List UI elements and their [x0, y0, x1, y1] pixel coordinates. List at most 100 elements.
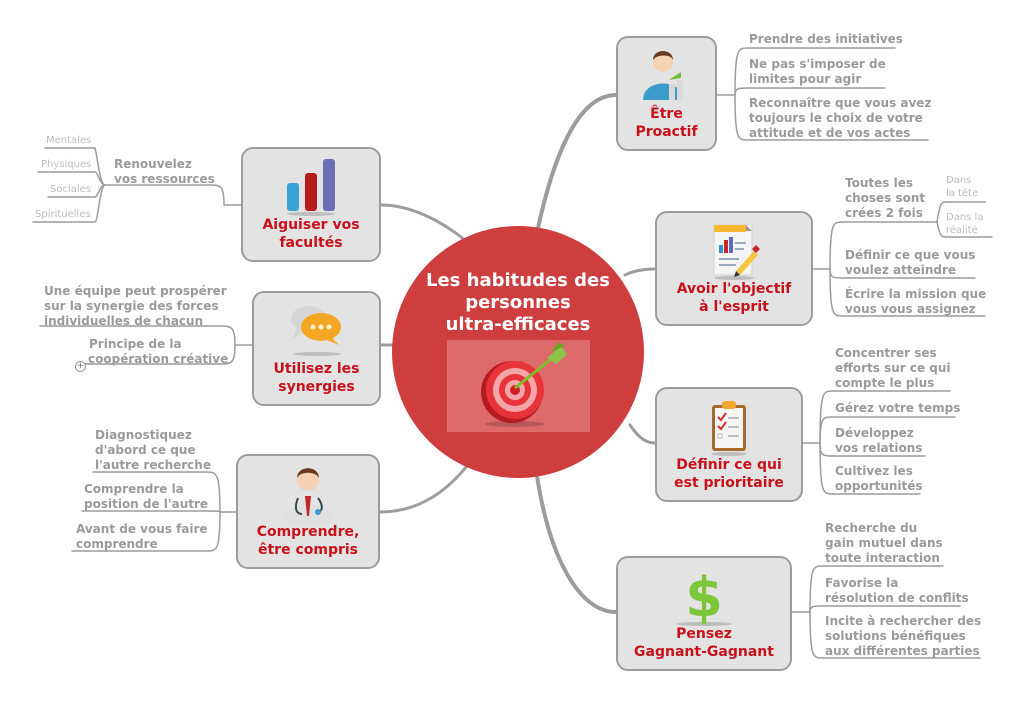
- branch-label: Être Proactif: [618, 105, 715, 141]
- leaf-line: d'abord ce que: [95, 443, 196, 457]
- branch-avoir-objectif[interactable]: Avoir l'objectif à l'esprit: [655, 211, 813, 326]
- branch-aiguiser-facultes[interactable]: Aiguiser vos facultés: [241, 147, 381, 262]
- branch-label: Utilisez les synergies: [254, 360, 379, 396]
- leaf-line: sur la synergie des forces: [44, 299, 219, 313]
- leaf-line: réalité: [946, 225, 978, 236]
- connector-aiguiser: [379, 203, 467, 242]
- label-line: est prioritaire: [674, 475, 784, 491]
- branch-label: Pensez Gagnant-Gagnant: [618, 625, 790, 661]
- leaf-sociales[interactable]: Sociales: [50, 183, 91, 196]
- leaf-line: Sociales: [50, 184, 92, 195]
- leaf-line: vos relations: [835, 441, 923, 455]
- leaf-line: Favorise la: [825, 576, 899, 590]
- leaf-line: Prendre des initiatives: [749, 32, 903, 46]
- leaf-line: vous vous assignez: [845, 302, 976, 316]
- branch-definir-prioritaire[interactable]: Définir ce qui est prioritaire: [655, 387, 803, 502]
- expand-collapse-toggle[interactable]: +: [75, 361, 86, 372]
- leaf-line: résolution de conflits: [825, 591, 969, 605]
- leaf-line: choses sont: [845, 191, 926, 205]
- label-line: à l'esprit: [699, 299, 769, 315]
- leaf-reconnaitre[interactable]: Reconnaître que vous avez toujours le ch…: [749, 96, 931, 141]
- leaf-avant-de-vous[interactable]: Avant de vous faire comprendre: [76, 522, 208, 552]
- label-line: synergies: [278, 379, 355, 395]
- branch-etre-proactif[interactable]: Être Proactif: [616, 36, 717, 151]
- title-line: personnes: [465, 292, 571, 313]
- central-topic[interactable]: Les habitudes des personnes ultra-effica…: [392, 226, 644, 478]
- leaf-line: Mentales: [46, 135, 92, 146]
- label-line: Aiguiser vos: [262, 217, 360, 233]
- connector-pensez: [535, 474, 618, 614]
- leaf-equipe-prosperer[interactable]: Une équipe peut prospérer sur la synergi…: [44, 284, 227, 329]
- leaf-line: voulez atteindre: [845, 263, 957, 277]
- leaf-spirituelles[interactable]: Spirituelles: [35, 208, 91, 221]
- label-line: Pensez: [676, 626, 732, 642]
- leaf-definir-atteindre[interactable]: Définir ce que vous voulez atteindre: [845, 248, 975, 278]
- leaf-line: Incite à rechercher des: [825, 614, 982, 628]
- leaf-line: Dans: [946, 175, 972, 186]
- leaf-line: attitude et de vos actes: [749, 126, 911, 140]
- leaf-line: Reconnaître que vous avez: [749, 96, 932, 110]
- leaf-line: vos ressources: [114, 172, 215, 186]
- leaf-line: crées 2 fois: [845, 206, 923, 220]
- leaf-line: Écrire la mission que: [845, 287, 987, 301]
- label-line: Gagnant-Gagnant: [634, 644, 774, 660]
- branch-comprendre[interactable]: Comprendre, être compris: [236, 454, 380, 569]
- leaf-dans-la-tete[interactable]: Dans la tête: [946, 174, 978, 200]
- leaf-toutes-choses[interactable]: Toutes les choses sont crées 2 fois: [845, 176, 925, 221]
- leaf-renouvelez[interactable]: Renouvelez vos ressources: [114, 157, 215, 187]
- document-chart-pencil-icon: [706, 221, 762, 285]
- leaf-physiques[interactable]: Physiques: [41, 158, 91, 171]
- leaf-line: Principe de la: [89, 337, 182, 351]
- person-growth-icon: [639, 46, 695, 106]
- leaf-line: Diagnostiquez: [95, 428, 192, 442]
- leaf-developpez[interactable]: Développez vos relations: [835, 426, 922, 456]
- leaf-line: aux différentes parties: [825, 644, 980, 658]
- leaf-dans-la-realite[interactable]: Dans la réalité: [946, 211, 983, 237]
- svg-text:$: $: [685, 566, 723, 628]
- leaf-line: compte le plus: [835, 376, 935, 390]
- leaf-line: Comprendre la: [84, 482, 184, 496]
- leaf-resolution-conflits[interactable]: Favorise la résolution de conflits: [825, 576, 969, 606]
- branch-utilisez-synergies[interactable]: Utilisez les synergies: [252, 291, 381, 406]
- label-line: Proactif: [635, 124, 698, 140]
- label-line: être compris: [257, 542, 359, 558]
- leaf-line: solutions bénéfiques: [825, 629, 966, 643]
- label-line: Être: [650, 106, 683, 122]
- leaf-cultivez[interactable]: Cultivez les opportunités: [835, 464, 923, 494]
- leaf-concentrer[interactable]: Concentrer ses efforts sur ce qui compte…: [835, 346, 951, 391]
- title-line: ultra-efficaces: [445, 314, 591, 335]
- branch-label: Aiguiser vos facultés: [243, 216, 379, 252]
- leaf-line: Développez: [835, 426, 914, 440]
- leaf-line: limites pour agir: [749, 72, 862, 86]
- leaf-mentales[interactable]: Mentales: [46, 134, 91, 147]
- leaf-line: efforts sur ce qui: [835, 361, 951, 375]
- branch-label: Comprendre, être compris: [238, 523, 378, 559]
- connector-avoir-objectif: [623, 267, 657, 277]
- bar-chart-icon: [281, 157, 341, 221]
- leaf-line: toujours le choix de votre: [749, 111, 923, 125]
- leaf-gerez-temps[interactable]: Gérez votre temps: [835, 401, 960, 416]
- leaf-gain-mutuel[interactable]: Recherche du gain mutuel dans toute inte…: [825, 521, 943, 566]
- leaf-line: opportunités: [835, 479, 923, 493]
- leaf-line: individuelles de chacun: [44, 314, 204, 328]
- leaf-incite-rechercher[interactable]: Incite à rechercher des solutions bénéfi…: [825, 614, 981, 659]
- label-line: facultés: [279, 235, 343, 251]
- clipboard-checklist-icon: [704, 397, 754, 461]
- leaf-diagnostiquez[interactable]: Diagnostiquez d'abord ce que l'autre rec…: [95, 428, 211, 473]
- connector-definir: [628, 423, 657, 445]
- dollar-sign-icon: $: [674, 566, 734, 632]
- leaf-prendre-initiatives[interactable]: Prendre des initiatives: [749, 32, 903, 47]
- label-line: Avoir l'objectif: [676, 281, 792, 297]
- leaf-ecrire-mission[interactable]: Écrire la mission que vous vous assignez: [845, 287, 986, 317]
- leaf-line: Spirituelles: [35, 209, 91, 220]
- leaf-line: Recherche du: [825, 521, 918, 535]
- leaf-line: comprendre: [76, 537, 158, 551]
- leaf-line: Cultivez les: [835, 464, 913, 478]
- branch-pensez-gagnant[interactable]: $ Pensez Gagnant-Gagnant: [616, 556, 792, 671]
- label-line: Comprendre,: [256, 524, 360, 540]
- leaf-principe-cooperation[interactable]: Principe de la coopération créative: [88, 337, 228, 367]
- leaf-comprendre-position[interactable]: Comprendre la position de l'autre: [84, 482, 208, 512]
- leaf-line: Toutes les: [845, 176, 913, 190]
- leaf-limites[interactable]: Ne pas s'imposer de limites pour agir: [749, 57, 886, 87]
